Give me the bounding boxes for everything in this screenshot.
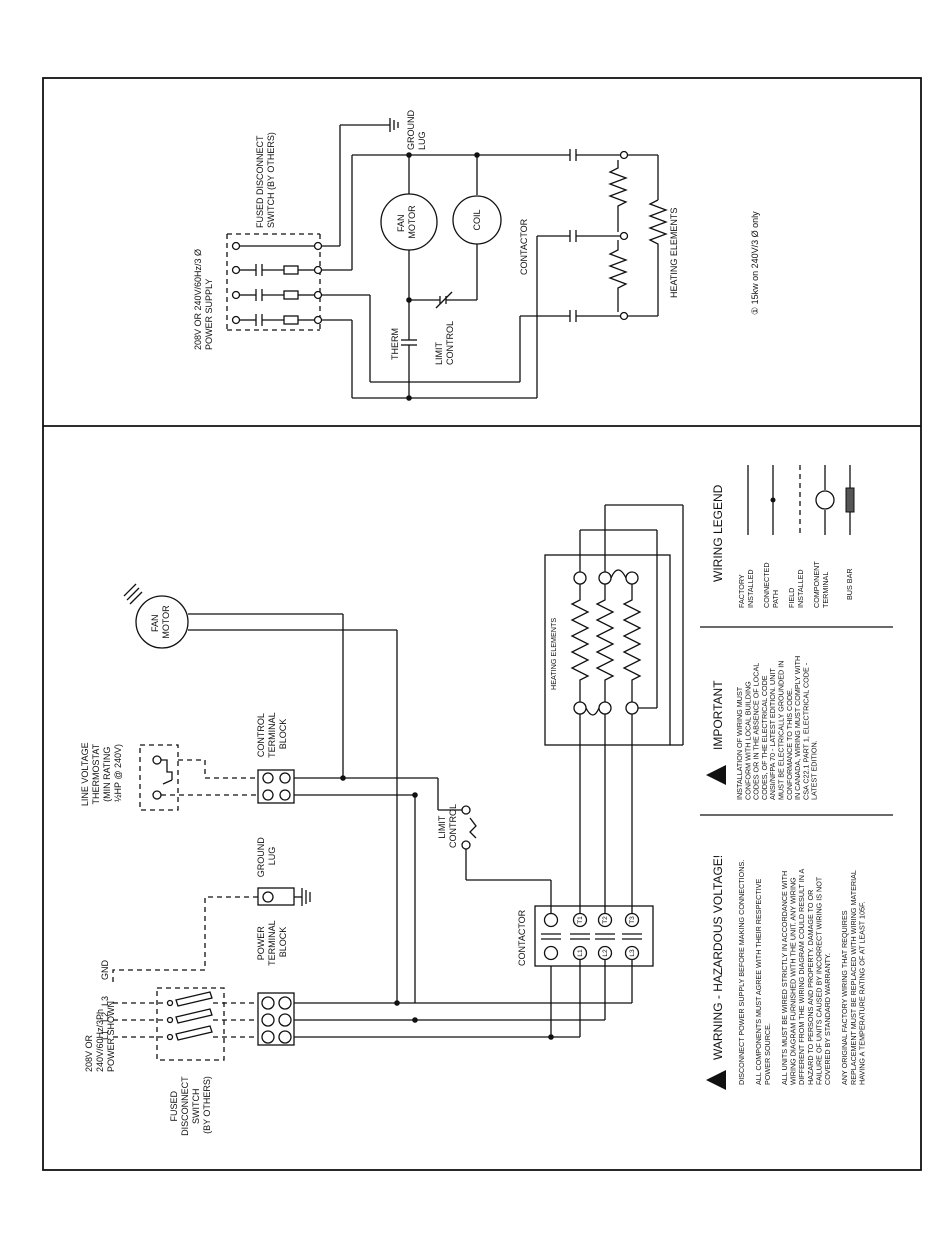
terminal-l3: L3 bbox=[629, 949, 636, 957]
schematic-fan-motor-label: FAN MOTOR bbox=[396, 205, 417, 239]
schematic-fused-disconnect-label: FUSED DISCONNECT SWITCH (BY OTHERS) bbox=[255, 132, 276, 228]
thermostat bbox=[139, 744, 179, 811]
line-label-l1: L1 bbox=[100, 1030, 110, 1040]
svg-text:!: ! bbox=[717, 771, 720, 782]
schematic-heating-element-2 bbox=[608, 240, 628, 312]
schematic-power-supply-label: 208V OR 240V/60Hz/3 Ø POWER SUPPLY bbox=[193, 246, 214, 350]
terminal-l2: L2 bbox=[602, 949, 609, 957]
schematic-therm-label: THERM bbox=[390, 328, 400, 360]
schematic-coil-label: COIL bbox=[472, 209, 482, 230]
control-terminal-block-label: CONTROL TERMINAL BLOCK bbox=[256, 710, 288, 758]
important-title: IMPORTANT bbox=[711, 680, 725, 750]
schematic-ground-lug-label: GROUND LUG bbox=[406, 107, 427, 150]
contactor-label: CONTACTOR bbox=[517, 909, 527, 966]
contactor-terminals bbox=[541, 912, 642, 961]
line-label-l2: L2 bbox=[100, 1012, 110, 1022]
schematic-limit-control-label: LIMIT CONTROL bbox=[434, 321, 455, 365]
svg-text:!: ! bbox=[717, 1076, 720, 1087]
thermostat-label: LINE VOLTAGE THERMOSTAT (MIN RATING ½HP … bbox=[80, 740, 123, 806]
schematic-line-2 bbox=[231, 289, 370, 301]
important-warning-icon: ! bbox=[706, 765, 726, 785]
terminal-t2: T2 bbox=[602, 916, 609, 924]
important-body: INSTALLATION OF WIRING MUST CONFORM WITH… bbox=[735, 654, 819, 800]
terminal-l1: L1 bbox=[577, 949, 584, 957]
important-notice: ! IMPORTANT INSTALLATION OF WIRING MUST … bbox=[700, 654, 893, 816]
legend-bus-bar: BUS BAR bbox=[845, 568, 854, 600]
terminal-t3: T3 bbox=[629, 916, 636, 924]
wiring-legend: WIRING LEGEND FACTORYINSTALLED CONNECTED… bbox=[700, 465, 893, 628]
hazard-warning-icon: ! bbox=[706, 1070, 726, 1090]
ladder-schematic: 208V OR 240V/60Hz/3 Ø POWER SUPPLY FUSED… bbox=[193, 107, 760, 401]
legend-factory-installed: FACTORYINSTALLED bbox=[737, 569, 755, 608]
legend-connected-path: CONNECTEDPATH bbox=[762, 562, 780, 608]
limit-control-label: LIMIT CONTROL bbox=[437, 804, 458, 848]
warning-body: DISCONNECT POWER SUPPLY BEFORE MAKING CO… bbox=[737, 858, 866, 1085]
heating-elements-label: HEATING ELEMENTS bbox=[549, 618, 558, 690]
gnd-label: GND bbox=[100, 960, 110, 981]
schematic-heating-elements-label: HEATING ELEMENTS bbox=[669, 208, 679, 298]
schematic-line-1 bbox=[231, 264, 352, 276]
schematic-contactor-label: CONTACTOR bbox=[519, 218, 529, 275]
schematic-heating-element-3 bbox=[648, 199, 668, 270]
ground-lug-label: GROUND LUG bbox=[256, 835, 277, 878]
legend-component-terminal: COMPONENTTERMINAL bbox=[812, 561, 830, 608]
terminal-t1: T1 bbox=[577, 916, 584, 924]
sheet-border bbox=[42, 77, 922, 1171]
schematic-contactor-contacts bbox=[569, 149, 620, 322]
warning-title: WARNING - HAZARDOUS VOLTAGE! bbox=[711, 855, 725, 1060]
disconnect-fuses bbox=[166, 991, 213, 1041]
power-terminal-block-label: POWER TERMINAL BLOCK bbox=[256, 918, 288, 966]
limit-control bbox=[461, 805, 471, 815]
line-label-l3: L3 bbox=[100, 996, 110, 1006]
warning-notice: ! WARNING - HAZARDOUS VOLTAGE! DISCONNEC… bbox=[706, 855, 866, 1090]
power-shown-label: 208V OR 240V/60Hz/3Ph POWER SHOWN bbox=[84, 1001, 116, 1072]
connection-diagram: FAN MOTOR LINE VOLTAGE THERMOSTAT (MIN R… bbox=[80, 504, 684, 1136]
legend-title: WIRING LEGEND bbox=[711, 484, 725, 582]
fused-disconnect-label: FUSED DISCONNECT SWITCH (BY OTHERS) bbox=[169, 1074, 212, 1136]
schematic-line-3 bbox=[231, 314, 352, 326]
fan-motor-label: FAN MOTOR bbox=[150, 605, 171, 639]
schematic-footnote: ① 15kw on 240V/3 Ø only bbox=[750, 211, 760, 315]
heating-element-coils bbox=[570, 504, 684, 746]
fan-motor bbox=[135, 595, 189, 649]
schematic-heating-element-1 bbox=[608, 160, 628, 232]
legend-field-installed: FIELDINSTALLED bbox=[787, 569, 805, 608]
fused-disconnect-switch bbox=[156, 987, 225, 1061]
